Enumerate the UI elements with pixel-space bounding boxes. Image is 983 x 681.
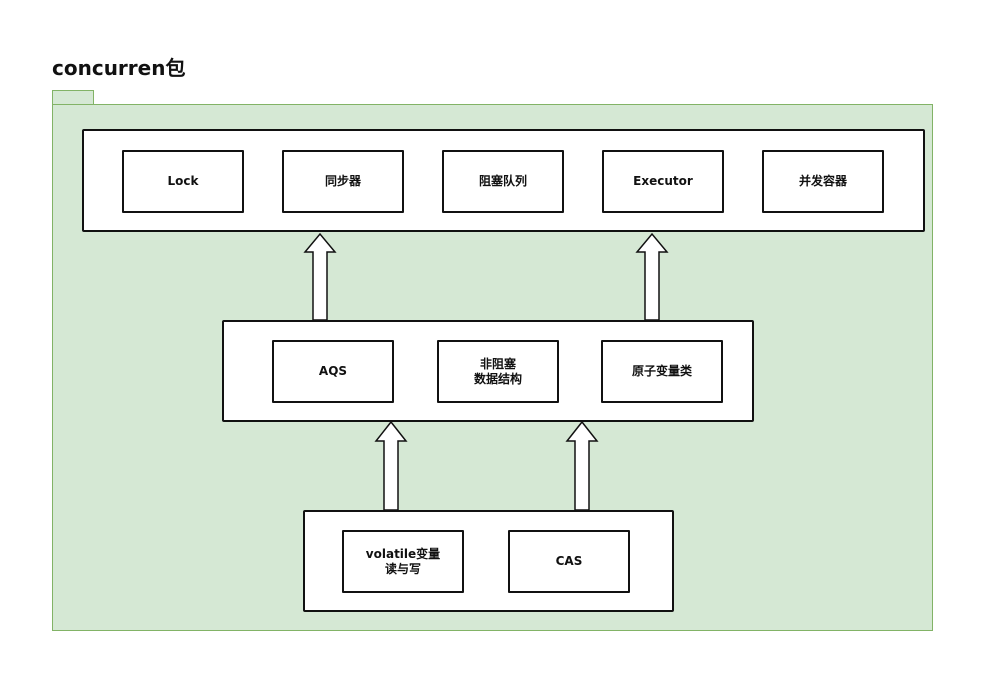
node-atomic-variable-classes: 原子变量类 — [601, 340, 723, 403]
node-synchronizer: 同步器 — [282, 150, 404, 213]
node-blocking-queue: 阻塞队列 — [442, 150, 564, 213]
node-aqs: AQS — [272, 340, 394, 403]
node-non-blocking-data-structures: 非阻塞 数据结构 — [437, 340, 559, 403]
node-volatile-read-write: volatile变量 读与写 — [342, 530, 464, 593]
package-tab — [52, 90, 94, 104]
node-executor: Executor — [602, 150, 724, 213]
diagram-title: concurren包 — [52, 56, 186, 80]
node-lock: Lock — [122, 150, 244, 213]
node-concurrent-containers: 并发容器 — [762, 150, 884, 213]
node-cas: CAS — [508, 530, 630, 593]
